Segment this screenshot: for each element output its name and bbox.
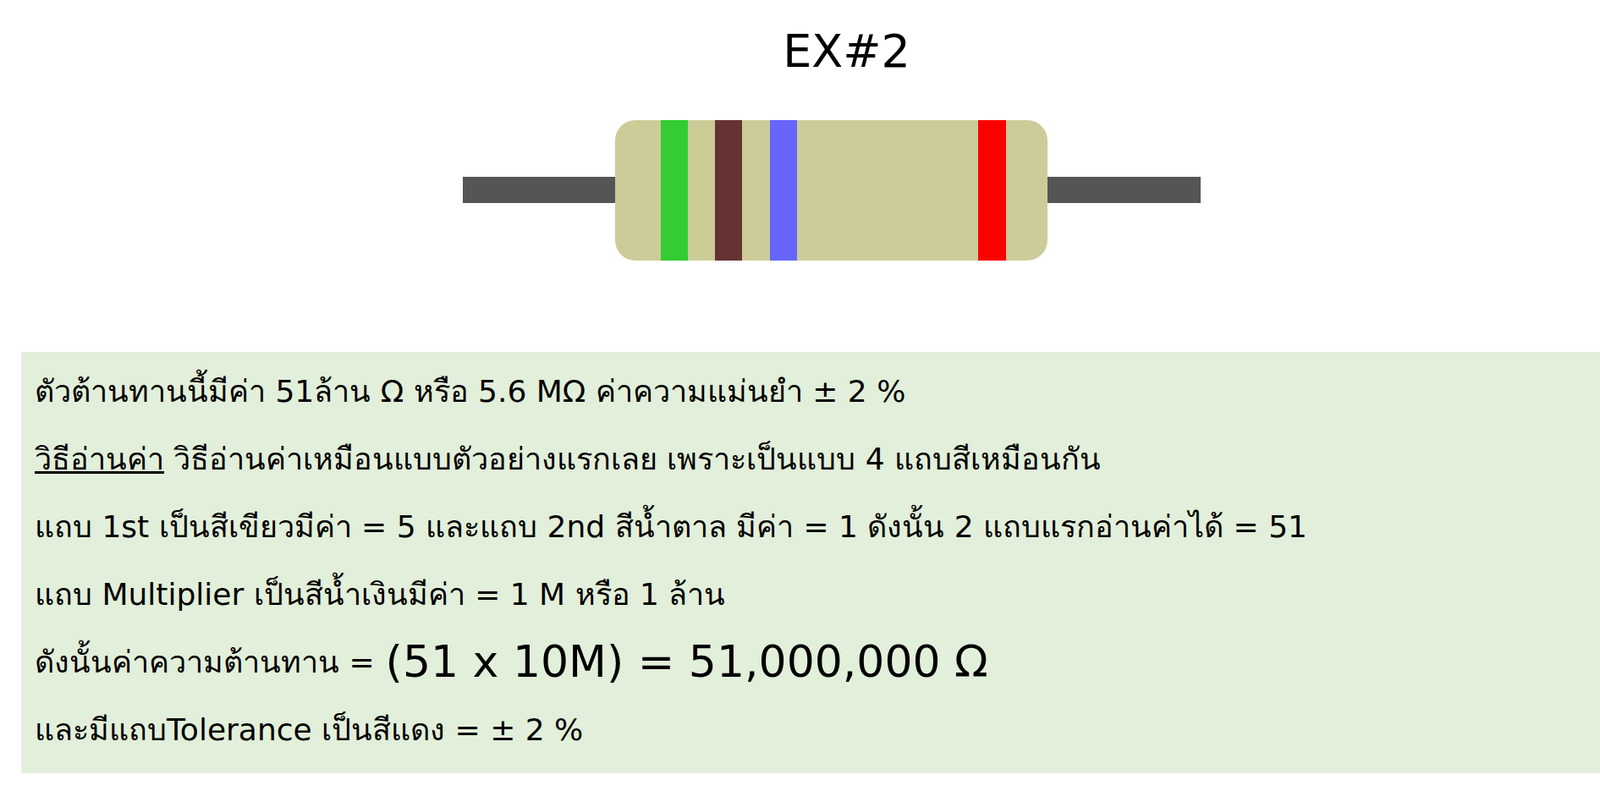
text-line: แถบ Multiplier เป็นสีน้ำเงินมีค่า = 1 M … xyxy=(34,560,1600,628)
color-band xyxy=(978,120,1007,261)
resistor-lead xyxy=(462,176,624,204)
explanation-text: ดังนั้นค่าความต้านทาน = xyxy=(34,637,375,687)
title-row: EX#2 xyxy=(0,23,1600,80)
explanation-text: และมีแถบTolerance เป็นสีแดง = ± 2 % xyxy=(34,705,583,754)
color-band xyxy=(714,120,743,261)
explanation-text: วิธีอ่านค่า xyxy=(34,434,165,484)
color-band xyxy=(660,120,688,261)
text-line: ดังนั้นค่าความต้านทาน =(51 x 10M) = 51,0… xyxy=(34,627,1600,696)
explanation-text: แถบ 1st เป็นสีเขียวมีค่า = 5 และแถบ 2nd … xyxy=(34,502,1308,551)
text-line: และมีแถบTolerance เป็นสีแดง = ± 2 % xyxy=(34,695,1600,764)
explanation-panel: ตัวต้านทานนี้มีค่า 51ล้าน Ω หรือ 5.6 MΩ … xyxy=(21,351,1600,774)
explanation-text: วิธีอ่านค่าเหมือนแบบตัวอย่างแรกเลย เพราะ… xyxy=(173,434,1101,484)
resistor-body xyxy=(615,120,1048,261)
text-line: แถบ 1st เป็นสีเขียวมีค่า = 5 และแถบ 2nd … xyxy=(34,492,1600,561)
explanation-text: แถบ Multiplier เป็นสีน้ำเงินมีค่า = 1 M … xyxy=(34,570,726,619)
text-line: วิธีอ่านค่าวิธีอ่านค่าเหมือนแบบตัวอย่างแ… xyxy=(34,424,1600,493)
text-line: ตัวต้านทานนี้มีค่า 51ล้าน Ω หรือ 5.6 MΩ … xyxy=(34,357,1600,425)
color-band xyxy=(769,120,798,261)
resistor-lead xyxy=(1036,176,1201,204)
explanation-text: ตัวต้านทานนี้มีค่า 51ล้าน Ω หรือ 5.6 MΩ … xyxy=(34,367,906,416)
diagram-title: EX#2 xyxy=(782,24,911,78)
explanation-text: (51 x 10M) = 51,000,000 Ω xyxy=(385,636,989,688)
